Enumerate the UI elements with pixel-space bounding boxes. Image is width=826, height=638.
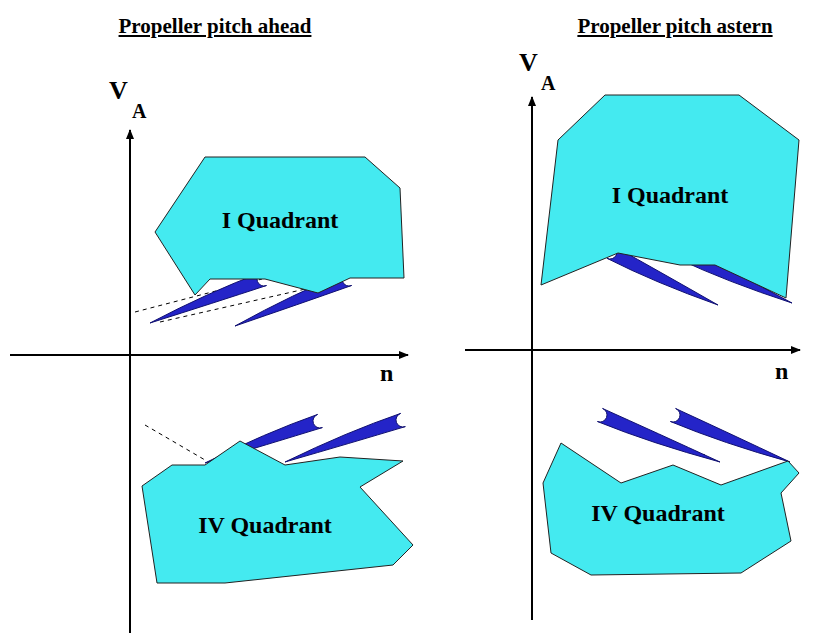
pitch-line	[145, 425, 205, 460]
n-axis	[10, 354, 408, 356]
propeller-blade	[285, 413, 405, 462]
axis-label: V	[519, 48, 538, 78]
propeller-blade	[670, 409, 790, 462]
axis-subscript: A	[132, 100, 146, 123]
axis-subscript: A	[541, 72, 555, 95]
quadrant-region: IV Quadrant	[140, 439, 416, 586]
axis-label: n	[380, 360, 393, 387]
quadrant-label: IV Quadrant	[591, 500, 725, 527]
panel-heading: Propeller pitch astern	[577, 14, 772, 39]
quadrant-region: IV Quadrant	[541, 433, 803, 578]
n-axis	[465, 349, 800, 351]
panel-heading: Propeller pitch ahead	[119, 14, 312, 39]
quadrant-label: I Quadrant	[222, 207, 339, 234]
va-axis	[531, 97, 533, 620]
quadrant-region: I Quadrant	[539, 93, 801, 303]
axis-label: n	[775, 358, 788, 385]
va-axis	[129, 130, 131, 633]
axis-label: V	[109, 76, 128, 106]
quadrant-region: I Quadrant	[153, 155, 407, 297]
quadrant-label: IV Quadrant	[198, 512, 332, 539]
propeller-blade	[597, 408, 720, 462]
quadrant-label: I Quadrant	[612, 182, 729, 209]
